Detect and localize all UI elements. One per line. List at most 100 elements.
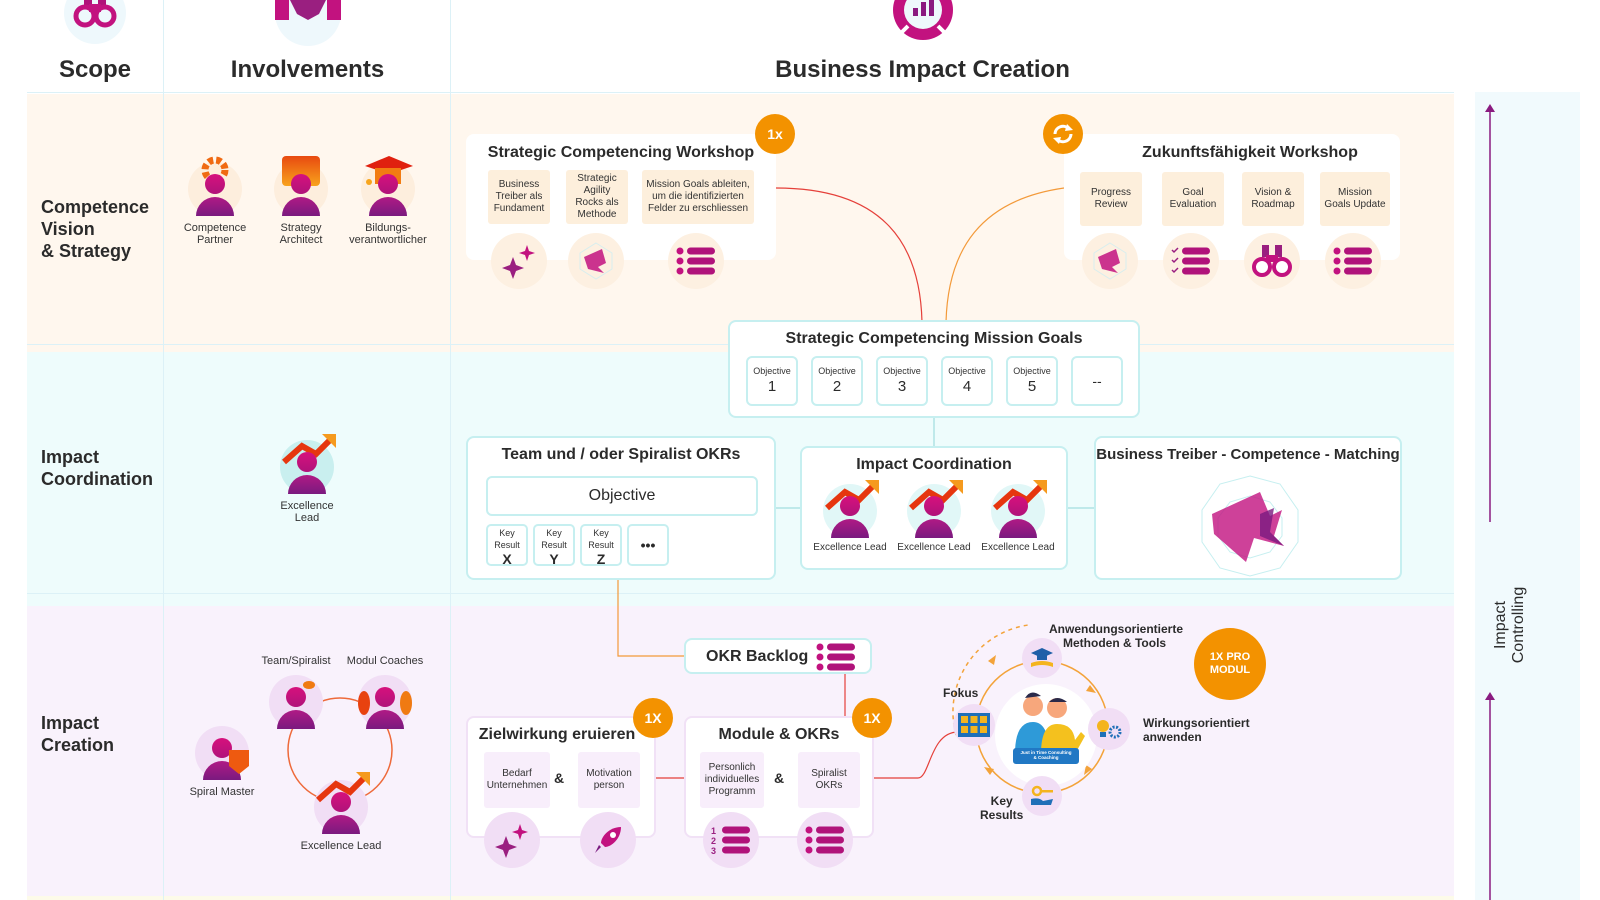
objective-number: 5 <box>1027 378 1037 395</box>
frequency-badge: 1X <box>633 698 673 738</box>
role-label: Architect <box>279 234 323 246</box>
card-title: Strategic Competencing Mission Goals <box>785 330 1083 347</box>
objective-label: Objective <box>1013 366 1051 376</box>
role-label: verantwortlicher <box>349 234 427 246</box>
item-text: Roadmap <box>1251 199 1295 210</box>
briefcase-person-icon <box>274 156 328 216</box>
role-label: Modul Coaches <box>346 655 424 667</box>
mission-goals-card: Strategic Competencing Mission Goals Obj… <box>728 320 1140 418</box>
item-text: Fundament <box>493 203 545 214</box>
svg-text:3: 3 <box>711 846 716 855</box>
role-label: Excellence <box>280 500 334 512</box>
item-text: Strategic <box>577 173 617 184</box>
caption-line: & Coaching <box>1033 755 1059 760</box>
card-title: Impact Coordination <box>856 456 1012 473</box>
list-icon <box>1325 233 1381 289</box>
role-label: Lead <box>294 512 320 524</box>
badge-line: MODUL <box>1209 664 1251 676</box>
kanban-board-icon <box>953 704 995 746</box>
excellence-lead-item: Excellence Lead <box>978 480 1058 553</box>
workshop-item: Mission Goals ableiten,um die identifizi… <box>642 170 754 224</box>
binoculars-icon <box>1244 233 1300 289</box>
role-label: Spiral Master <box>189 786 255 798</box>
role-label: Bildungs- <box>365 222 411 234</box>
row-label-line: Vision <box>41 219 95 239</box>
role-competence-partner: Competence Partner <box>176 156 254 246</box>
objective-label: Objective <box>948 366 986 376</box>
column-header-involvements: Involvements <box>230 56 385 83</box>
row-label-competence-vision: Competence Vision & Strategy <box>41 196 149 262</box>
item-text: Felder zu erschliessen <box>647 203 749 214</box>
row-label-impact-creation: Impact Creation <box>41 712 114 756</box>
label-line: Key <box>990 794 1013 808</box>
per-module-badge: 1X PRO MODUL <box>1194 628 1266 700</box>
kr-value: X <box>502 551 512 567</box>
label-line: Methoden & Tools <box>1063 636 1167 650</box>
sparkles-icon <box>484 812 540 868</box>
item-text: Motivation <box>586 768 632 779</box>
role-excellence-lead: Excellence Lead <box>267 434 347 524</box>
row-label-line: Competence <box>41 197 150 217</box>
binoculars-icon <box>64 0 126 44</box>
row-label-line: Coordination <box>41 469 153 489</box>
growth-arrow-person-icon <box>280 434 336 494</box>
excellence-lead-item: Excellence Lead <box>894 480 974 553</box>
matching-card: Business Treiber - Competence - Matching <box>1094 436 1402 580</box>
bar-chart-gauge-icon <box>886 0 960 48</box>
row-label-line: & Strategy <box>41 241 132 261</box>
growth-arrow-person-icon <box>991 480 1047 538</box>
coaching-caption: Just in Time Consulting & Coaching <box>1015 750 1077 760</box>
coaches-group-icon <box>358 675 412 729</box>
growth-arrow-person-icon <box>314 772 370 834</box>
column-header-business-impact: Business Impact Creation <box>775 56 1070 83</box>
row-band-bottom <box>27 896 1454 900</box>
team-person-icon <box>269 675 323 729</box>
objective-number: 3 <box>897 378 907 395</box>
impact-controlling-label: Impact Controlling <box>1492 585 1582 665</box>
lead-label: Excellence Lead <box>897 542 971 553</box>
okr-backlog-card: OKR Backlog <box>684 638 872 674</box>
item-text: um die identifizierten <box>652 191 744 202</box>
row-label-line: Impact <box>41 447 100 467</box>
item-text: Business <box>498 179 540 190</box>
role-bildungsverantwortlicher: Bildungs- verantwortlicher <box>343 156 433 246</box>
cycle-label-key-results: Key Results <box>980 794 1023 822</box>
item-text: Mission Goals ableiten, <box>646 179 750 190</box>
checklist-icon <box>1163 233 1219 289</box>
role-excellence-lead-creation: Excellence Lead <box>298 772 384 852</box>
role-label: Excellence Lead <box>300 840 382 852</box>
key-hand-icon <box>1022 776 1062 816</box>
growth-arrow-person-icon <box>823 480 879 538</box>
lead-label: Excellence Lead <box>981 542 1055 553</box>
item-text: Rocks als <box>575 197 619 208</box>
upward-arrows <box>1485 104 1495 900</box>
sparkles-icon <box>491 233 547 289</box>
item-text: OKRs <box>815 780 843 791</box>
item-text: Spiralist <box>811 768 847 779</box>
lead-label: Excellence Lead <box>813 542 887 553</box>
role-spiral-master: Spiral Master <box>180 726 264 798</box>
radar-chart-icon <box>1201 475 1299 577</box>
ampersand: & <box>774 770 785 786</box>
kr-label: Key <box>593 528 609 538</box>
objective-label: Objective <box>883 366 921 376</box>
graduation-person-icon <box>361 156 415 216</box>
radar-chart-icon <box>1082 233 1138 289</box>
list-icon <box>816 643 855 671</box>
row-divider <box>27 92 1454 93</box>
item-text: Agility <box>583 185 611 196</box>
role-modul-coaches: Modul Coaches <box>342 655 428 735</box>
cycle-label-fokus: Fokus <box>943 686 979 700</box>
excellence-lead-item: Excellence Lead <box>810 480 890 553</box>
row-label-impact-coordination: Impact Coordination <box>41 446 153 490</box>
